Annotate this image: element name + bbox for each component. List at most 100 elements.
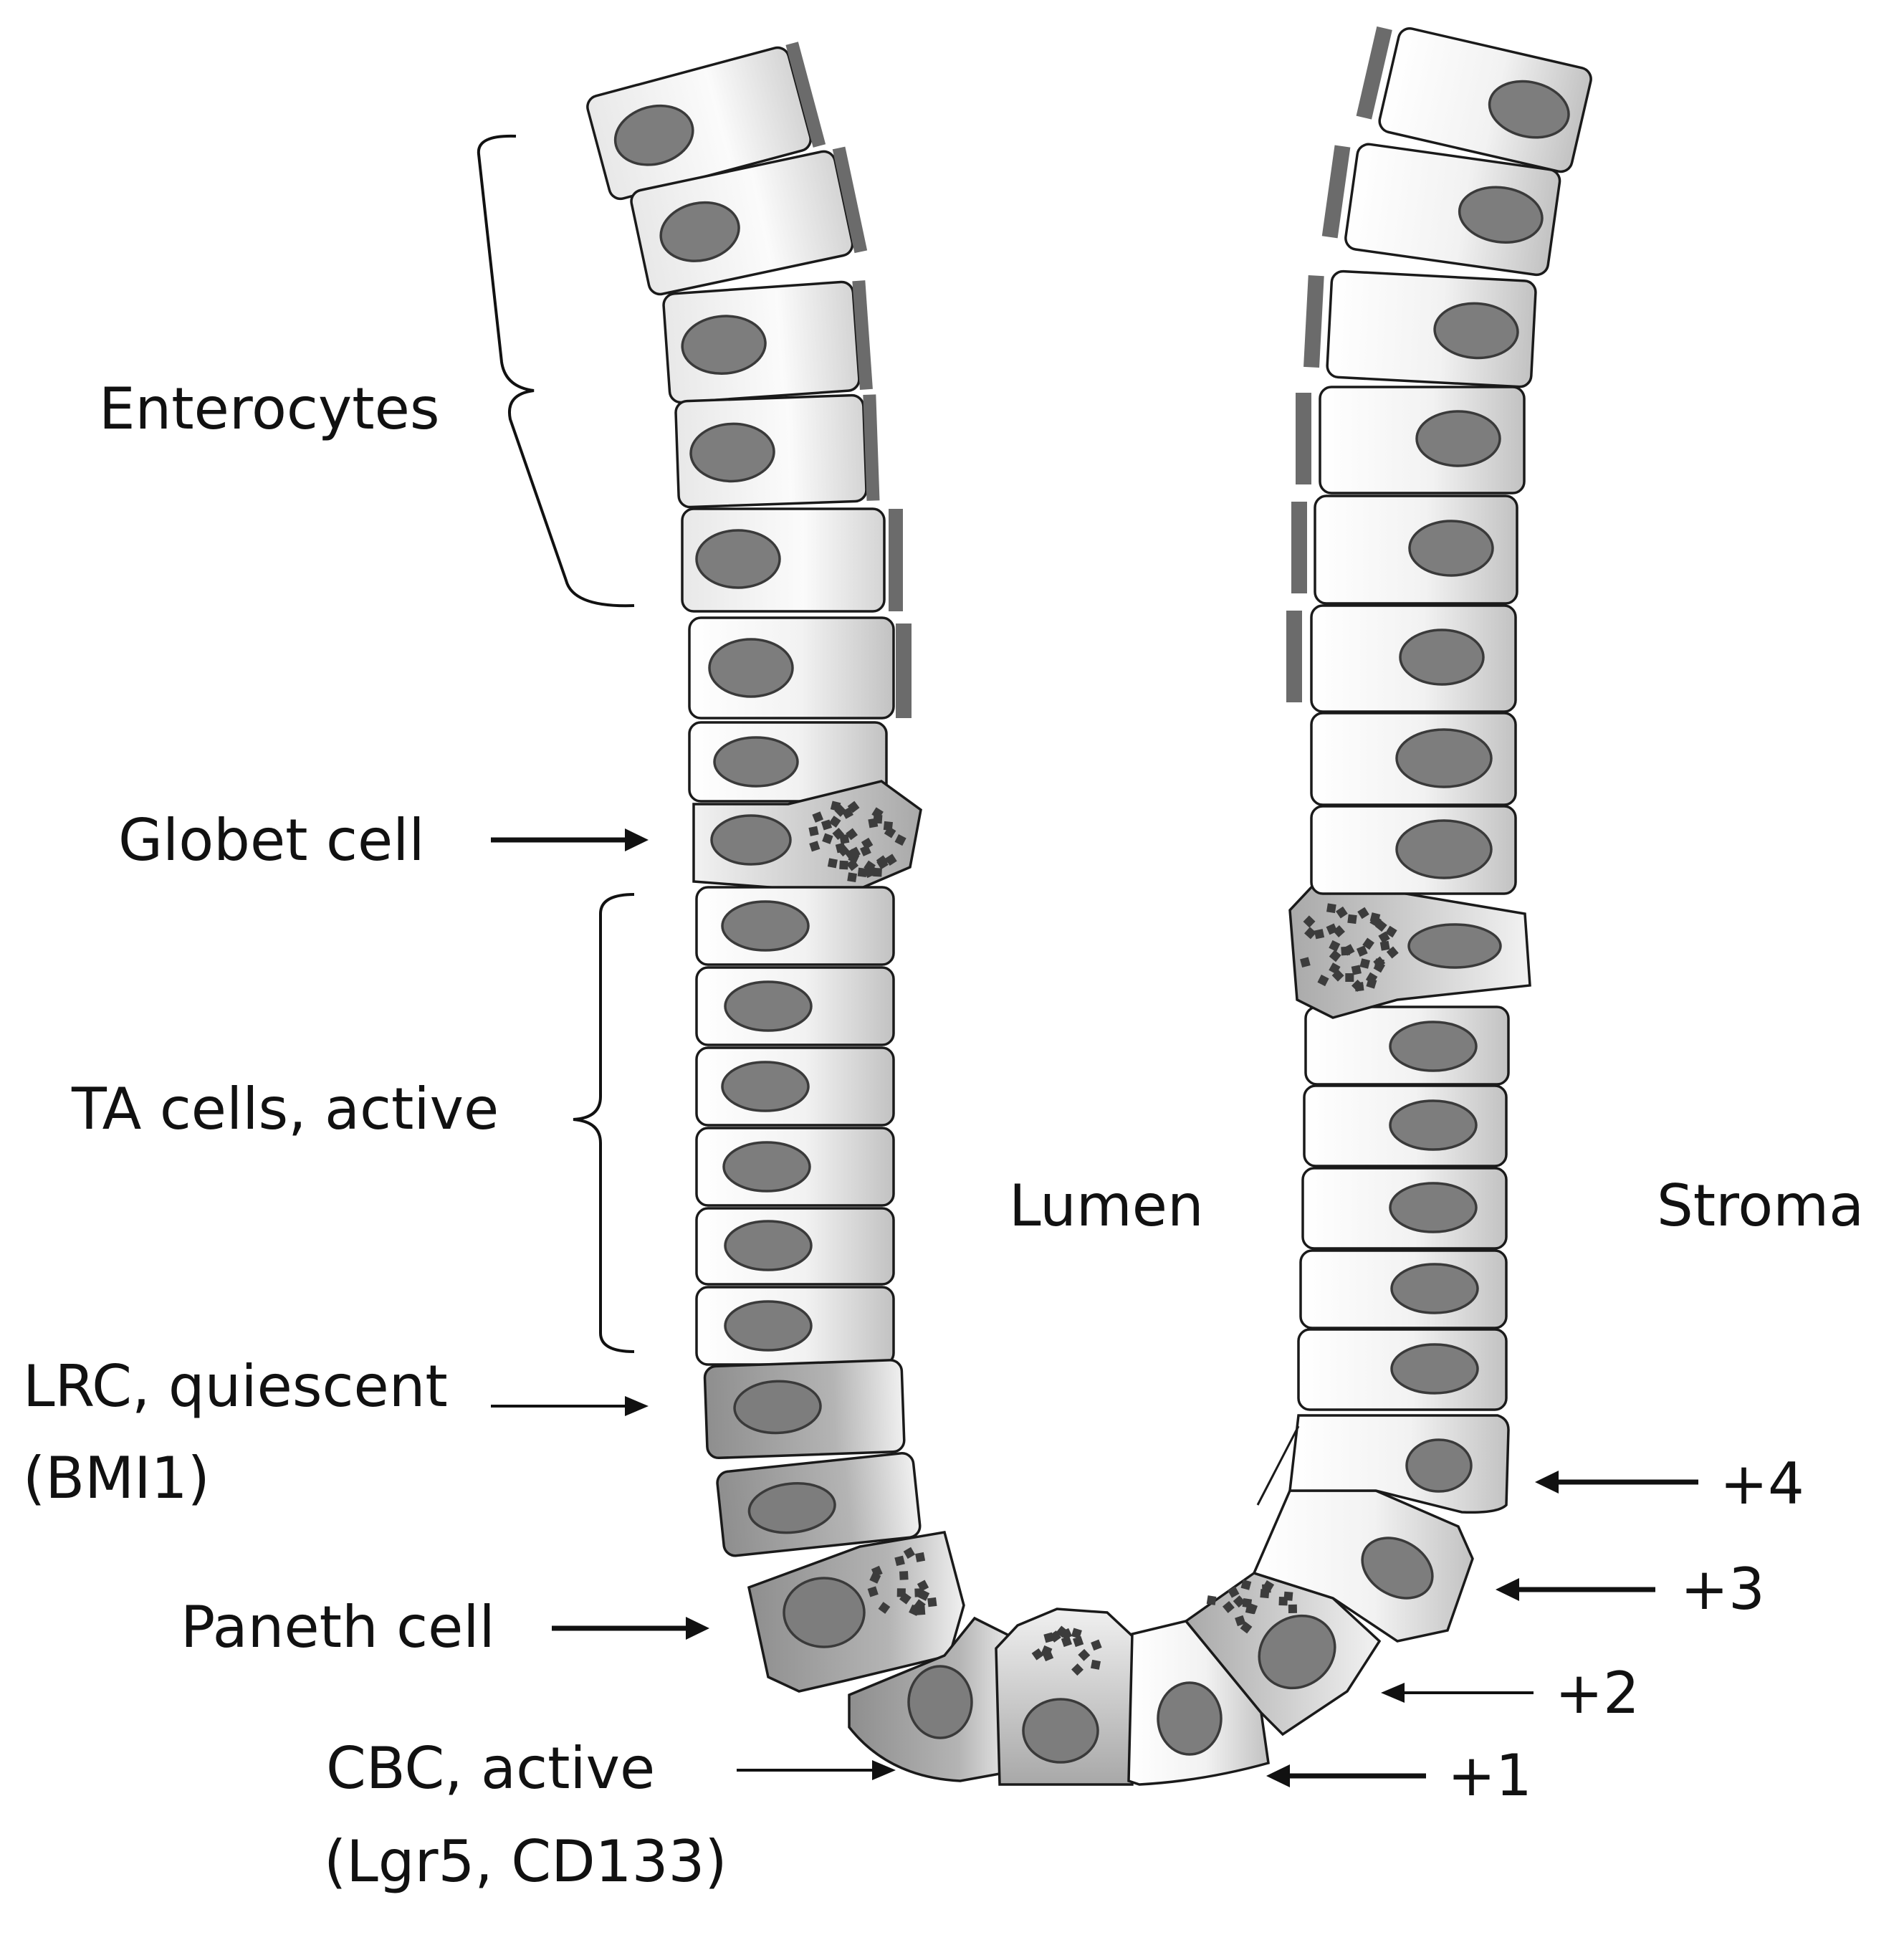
plus3-arrow <box>1496 1578 1655 1601</box>
granule <box>884 826 896 838</box>
granule <box>1385 925 1397 938</box>
plus3-label: +3 <box>1680 1556 1765 1623</box>
paneth-granules <box>1031 1625 1102 1676</box>
granule <box>1304 927 1316 940</box>
paneth-granules <box>867 1547 937 1616</box>
granule <box>909 1604 921 1616</box>
plus2-arrow <box>1381 1683 1534 1703</box>
granule <box>1061 1635 1073 1648</box>
granule <box>1240 1580 1252 1590</box>
granule <box>1071 1628 1082 1639</box>
granule <box>899 1571 909 1580</box>
granule <box>822 833 833 844</box>
ta-cell <box>695 966 895 1046</box>
ta-cell <box>1303 1084 1508 1167</box>
plus1-arrow <box>1266 1764 1426 1787</box>
granule <box>1303 915 1316 928</box>
granule <box>885 854 897 866</box>
granule <box>1329 950 1341 962</box>
granule <box>1359 958 1370 969</box>
granule <box>1317 974 1329 987</box>
granule <box>903 1547 916 1559</box>
lrc-arrow <box>491 1396 649 1416</box>
stem-cell-plus4 <box>1288 1414 1510 1514</box>
goblet-cell-right <box>1288 886 1531 1019</box>
ta-cells-label: TA cells, active <box>71 1076 499 1142</box>
granule <box>1362 937 1374 950</box>
granule <box>839 860 848 870</box>
enterocyte-cell <box>674 393 880 509</box>
ta-cell <box>695 1286 895 1366</box>
granule <box>1262 1580 1275 1592</box>
granule <box>1379 940 1390 951</box>
granule <box>837 844 850 857</box>
granule <box>1235 1615 1246 1627</box>
cbc-label: CBC, active <box>326 1735 655 1802</box>
ta-cell <box>695 1127 895 1207</box>
granule <box>915 1552 926 1562</box>
goblet-granules <box>808 801 906 882</box>
granule <box>1222 1600 1235 1613</box>
paneth-cell-label: Paneth cell <box>181 1594 495 1661</box>
granule <box>1345 973 1354 982</box>
enterocyte-cell <box>586 42 826 201</box>
enterocyte-cell <box>630 146 868 296</box>
lrc-marker-label: (BMI1) <box>23 1445 210 1511</box>
granule <box>864 866 876 879</box>
granule <box>1378 931 1390 944</box>
granule <box>876 857 889 870</box>
granule <box>846 828 858 841</box>
ta-cell <box>1304 1005 1510 1086</box>
granule <box>1071 1663 1083 1676</box>
granule <box>1336 906 1348 919</box>
granule <box>1206 1595 1217 1605</box>
ta-cells-brace <box>573 893 635 1353</box>
granule <box>1347 914 1357 924</box>
globet-cell-arrow <box>491 828 649 851</box>
granule <box>846 859 859 871</box>
granule <box>1374 919 1387 932</box>
enterocyte-cell <box>662 280 873 404</box>
stroma-label: Stroma <box>1657 1172 1864 1239</box>
granule <box>1373 960 1385 973</box>
granule <box>918 1589 930 1601</box>
cbc-cell <box>848 1616 1019 1782</box>
cbc-cell <box>1127 1620 1270 1786</box>
enterocyte-cell <box>1310 712 1517 806</box>
granule <box>1366 978 1377 989</box>
granule <box>1233 1595 1245 1608</box>
granule <box>1242 1598 1253 1608</box>
paneth-granules <box>1206 1580 1298 1634</box>
enterocyte-cell <box>681 507 903 613</box>
granule <box>839 833 850 844</box>
granule <box>1056 1625 1068 1638</box>
enterocyte-cell <box>1296 386 1526 494</box>
granule <box>1031 1648 1044 1661</box>
granule <box>899 1592 912 1605</box>
ta-cell <box>1301 1167 1508 1250</box>
granule <box>878 1602 891 1614</box>
granule <box>1329 962 1341 975</box>
granule <box>828 816 841 828</box>
granule <box>1356 945 1368 957</box>
granule <box>1300 957 1311 968</box>
granule <box>873 814 883 824</box>
enterocyte-cell <box>1310 805 1517 895</box>
granule <box>830 801 841 812</box>
enterocyte-cell <box>1356 26 1592 173</box>
goblet-granules <box>1300 903 1399 992</box>
granule <box>1260 1589 1270 1599</box>
granule <box>871 1565 883 1577</box>
goblet-cell-left <box>692 780 922 890</box>
granule <box>1240 1621 1253 1634</box>
granule <box>894 1555 905 1567</box>
granule <box>847 872 857 882</box>
paneth-cell-left <box>747 1531 965 1693</box>
cbc-arrow <box>737 1760 896 1780</box>
enterocytes-label: Enterocytes <box>99 376 440 442</box>
granule <box>821 819 833 831</box>
granule <box>1314 929 1325 940</box>
stem-cell-plus3 <box>1252 1489 1474 1643</box>
granule <box>1288 1604 1298 1614</box>
